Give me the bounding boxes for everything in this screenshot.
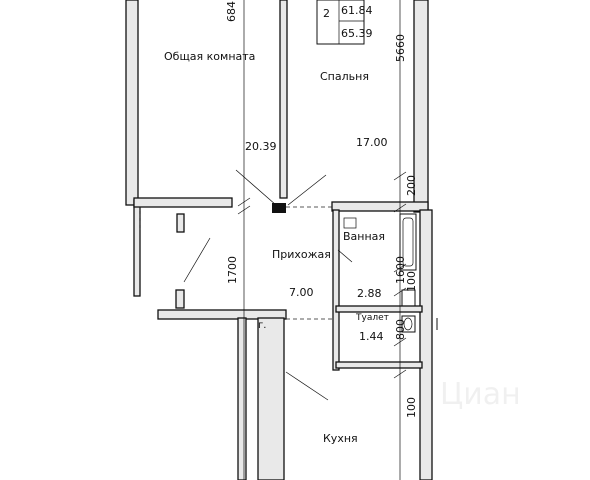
bathtub-inner bbox=[402, 217, 414, 267]
hall-area: 7.00 bbox=[289, 286, 314, 299]
bath-toilet-wall bbox=[335, 305, 423, 313]
door-swing-entrance bbox=[183, 237, 211, 283]
bedroom-dimension: 5660 bbox=[394, 34, 407, 62]
bath-label: Ванная bbox=[343, 230, 385, 243]
hall-stub-bottom bbox=[175, 289, 185, 309]
door-swing-bedroom bbox=[287, 174, 327, 206]
summary-total-area: 65.39 bbox=[341, 27, 373, 40]
bedroom-area: 17.00 bbox=[356, 136, 388, 149]
bath-dimension: 1600 bbox=[394, 256, 407, 284]
door-swing-bath bbox=[337, 249, 353, 263]
bath-sink bbox=[401, 289, 416, 307]
toilet-seat bbox=[403, 317, 413, 331]
hall-dimension: 1700 bbox=[226, 256, 239, 284]
dim-tick-6 bbox=[393, 287, 407, 297]
dim-tick-3 bbox=[393, 171, 407, 181]
corner-mark: г. bbox=[258, 320, 266, 331]
toilet-area: 1.44 bbox=[359, 330, 384, 343]
right-outer-wall bbox=[419, 209, 433, 480]
watermark: Циан bbox=[440, 377, 521, 412]
summary-box bbox=[316, 0, 365, 45]
dim-800: 800 bbox=[394, 319, 407, 340]
living-bottom-wall bbox=[133, 197, 233, 208]
hall-bottom-wall bbox=[157, 309, 287, 320]
kitchen-label: Кухня bbox=[323, 432, 358, 445]
summary-living-total: 61.84 bbox=[341, 4, 373, 17]
summary-rooms-count: 2 bbox=[323, 7, 330, 20]
living-room-area: 20.39 bbox=[245, 140, 277, 153]
dim-tick-2 bbox=[237, 205, 251, 215]
dim-tick-8 bbox=[393, 369, 407, 379]
door-swing-living bbox=[235, 169, 277, 206]
living-left-wall bbox=[125, 0, 139, 206]
toilet-label: Туалет bbox=[355, 313, 389, 323]
bath-left-wall bbox=[332, 209, 340, 371]
bedroom-bottom-wall bbox=[331, 201, 429, 212]
kitchen-thick-wall bbox=[257, 317, 285, 480]
dim-100-upper: 100 bbox=[405, 271, 418, 292]
dim-tick-1 bbox=[237, 197, 251, 207]
toilet-bottom-wall bbox=[335, 361, 423, 369]
dim-tick-5 bbox=[393, 263, 407, 273]
dim-200: 200 bbox=[405, 175, 418, 196]
bath-area: 2.88 bbox=[357, 287, 382, 300]
dim-tick-4 bbox=[393, 203, 407, 213]
dim-tick-7 bbox=[393, 337, 407, 347]
hall-left-wall bbox=[133, 199, 141, 297]
kitchen-left-wall bbox=[237, 317, 247, 480]
door-swing-kitchen bbox=[285, 371, 329, 401]
living-room-label: Общая комната bbox=[164, 50, 255, 63]
living-room-dimension: 684 bbox=[225, 1, 238, 22]
dim-100-lower: 100 bbox=[405, 397, 418, 418]
hall-stub-top bbox=[176, 213, 185, 233]
partition-living-bedroom bbox=[279, 0, 288, 199]
column-marker bbox=[272, 203, 286, 213]
bedroom-label: Спальня bbox=[320, 70, 369, 83]
bath-door-mark bbox=[343, 217, 357, 229]
hall-label: Прихожая bbox=[272, 248, 331, 261]
toilet-bowl bbox=[401, 315, 416, 333]
